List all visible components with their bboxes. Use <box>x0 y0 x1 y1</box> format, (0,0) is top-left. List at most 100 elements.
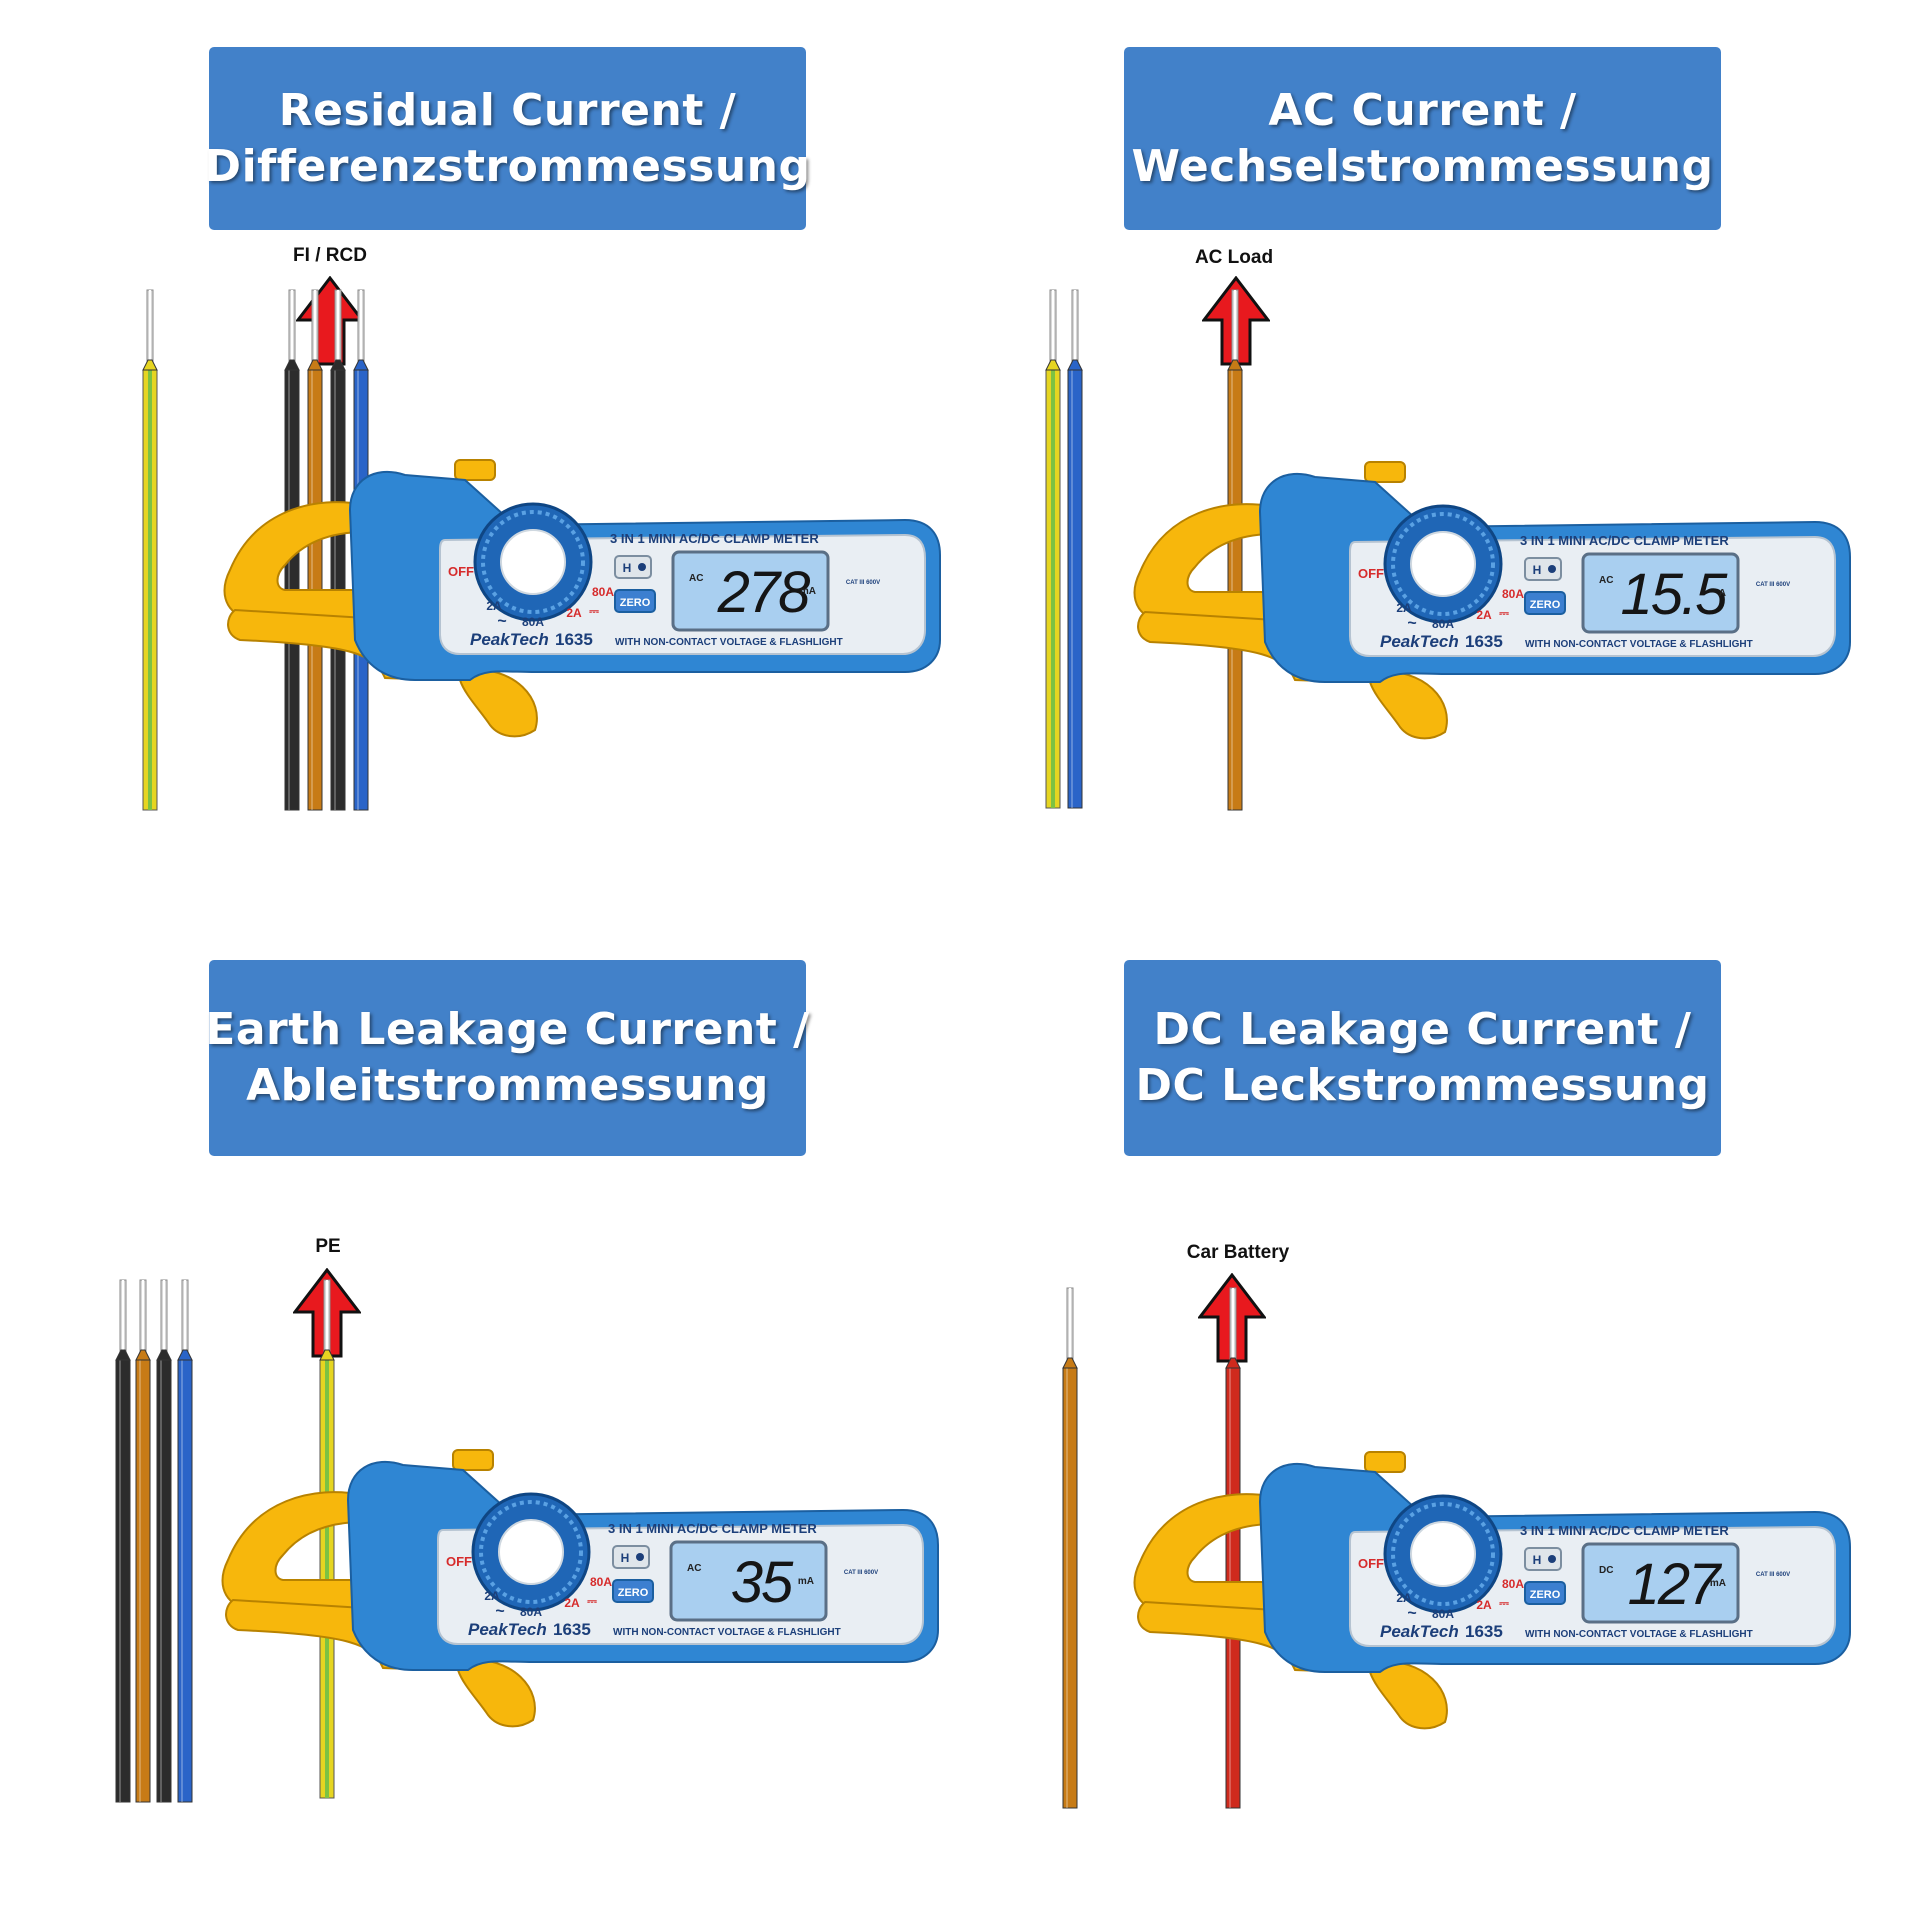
model-number: 1635 <box>553 1620 591 1639</box>
hold-button-label: H <box>1533 563 1542 577</box>
flashlight-button[interactable] <box>1364 461 1406 483</box>
meter-heading: 3 IN 1 MINI AC/DC CLAMP METER <box>1520 533 1729 548</box>
hold-light-button[interactable] <box>612 1545 650 1569</box>
wire-black <box>115 1279 131 1803</box>
title-line-1: Residual Current / <box>278 84 737 136</box>
clamp-jaw[interactable] <box>1133 1493 1276 1611</box>
ac-symbol-icon: ~ <box>495 1603 504 1620</box>
dial-off-label: OFF <box>448 564 474 579</box>
title-line-2: Differenzstrommessung <box>204 140 811 192</box>
flashlight-button[interactable] <box>1364 1451 1406 1473</box>
dial-dc-2a-label: 2A <box>1476 608 1492 622</box>
dial-knob[interactable] <box>1410 531 1476 597</box>
dc-symbol-icon: ⎓ <box>589 604 599 618</box>
dc-symbol-icon: ⎓ <box>587 1594 597 1608</box>
ac-symbol-icon: ~ <box>497 613 506 630</box>
flashlight-button[interactable] <box>452 1449 494 1471</box>
lcd-mode: AC <box>1599 575 1613 586</box>
conductor-wires <box>115 1279 335 1803</box>
wire-brown <box>1227 289 1243 811</box>
jaw-trigger[interactable] <box>458 668 538 738</box>
wire-brown <box>135 1279 151 1803</box>
hold-light-button[interactable] <box>1524 557 1562 581</box>
dial-off-label: OFF <box>446 1554 472 1569</box>
zero-button-label: ZERO <box>1530 1589 1561 1601</box>
flashlight-button[interactable] <box>454 459 496 481</box>
dial-knob[interactable] <box>498 1519 564 1585</box>
flashlight-icon <box>1548 1555 1556 1563</box>
dial-off-label: OFF <box>1358 566 1384 581</box>
dial-knob[interactable] <box>500 529 566 595</box>
zero-button[interactable] <box>614 589 656 613</box>
dial-ac-80a-label: 80A <box>1432 1607 1454 1621</box>
dial-ac-80a-label: 80A <box>1432 617 1454 631</box>
dc-symbol-icon: ⎓ <box>1499 1596 1509 1610</box>
clamp-jaw[interactable] <box>221 1491 364 1609</box>
arrow-label: Car Battery <box>1186 1242 1290 1263</box>
title-banner: Residual Current / Differenzstrommessung <box>205 47 810 230</box>
title-banner: DC Leakage Current / DC Leckstrommessung <box>1124 960 1721 1156</box>
wire-blue <box>1067 289 1083 809</box>
lcd-unit: mA <box>800 586 816 597</box>
lcd-reading: 278 <box>717 560 811 625</box>
hold-button-label: H <box>623 561 632 575</box>
dial-dc-80a-label: 80A <box>590 1575 612 1589</box>
brand-logo: PeakTech <box>470 630 549 649</box>
brand-logo: PeakTech <box>468 1620 547 1639</box>
panel-earth-leakage-current: Earth Leakage Current / Ableitstrommessu… <box>0 960 960 1920</box>
title-line-1: Earth Leakage Current / <box>205 1004 810 1055</box>
zero-button[interactable] <box>612 1579 654 1603</box>
flashlight-icon <box>638 563 646 571</box>
lcd-unit: mA <box>1710 1578 1726 1589</box>
dial-off-label: OFF <box>1358 1556 1384 1571</box>
meter-subheading: WITH NON-CONTACT VOLTAGE & FLASHLIGHT <box>613 1627 841 1638</box>
panel-residual-current: Residual Current / Differenzstrommessung… <box>0 0 960 960</box>
jaw-trigger[interactable] <box>456 1658 536 1728</box>
ac-symbol-icon: ~ <box>1407 615 1416 632</box>
lcd-unit: A <box>1719 588 1726 599</box>
dc-symbol-icon: ⎓ <box>1499 606 1509 620</box>
arrow-label: AC Load <box>1194 247 1274 268</box>
arrow-label: PE <box>315 1236 341 1257</box>
clamp-jaw[interactable] <box>1133 503 1276 621</box>
meter-heading: 3 IN 1 MINI AC/DC CLAMP METER <box>1520 1523 1729 1538</box>
lcd-unit: mA <box>798 1576 814 1587</box>
zero-button[interactable] <box>1524 591 1566 615</box>
jaw-trigger[interactable] <box>1368 670 1448 740</box>
zero-button-label: ZERO <box>1530 599 1561 611</box>
model-number: 1635 <box>1465 1622 1503 1641</box>
hold-light-button[interactable] <box>614 555 652 579</box>
dial-ac-2a-label: 2A <box>1396 1591 1412 1605</box>
hold-button-label: H <box>621 1551 630 1565</box>
hold-light-button[interactable] <box>1524 1547 1562 1571</box>
lcd-reading: 127 <box>1628 1552 1724 1617</box>
wire-green-yellow <box>142 289 158 811</box>
title-banner: AC Current / Wechselstrommessung <box>1124 47 1721 230</box>
dial-dc-2a-label: 2A <box>566 606 582 620</box>
cat-rating-label: CAT III 600V <box>844 1570 878 1576</box>
dial-ac-2a-label: 2A <box>486 599 502 613</box>
lcd-display <box>671 550 830 632</box>
dial-dc-2a-label: 2A <box>1476 1598 1492 1612</box>
wire-blue <box>177 1279 193 1803</box>
title-line-2: DC Leckstrommessung <box>1135 1060 1710 1111</box>
zero-button-label: ZERO <box>618 1587 649 1599</box>
lcd-reading: 35 <box>731 1550 794 1615</box>
dial-ac-2a-label: 2A <box>1396 601 1412 615</box>
dial-knob[interactable] <box>1410 1521 1476 1587</box>
lcd-display <box>669 1540 828 1622</box>
cat-rating-label: CAT III 600V <box>846 580 880 586</box>
clamp-jaw[interactable] <box>223 501 366 619</box>
dial-dc-80a-label: 80A <box>1502 587 1524 601</box>
meter-subheading: WITH NON-CONTACT VOLTAGE & FLASHLIGHT <box>1525 1629 1753 1640</box>
lcd-mode: DC <box>1599 1565 1613 1576</box>
conductor-wires <box>1045 289 1243 811</box>
lcd-mode: AC <box>689 573 703 584</box>
lcd-display <box>1581 552 1740 634</box>
dial-ac-2a-label: 2A <box>484 1589 500 1603</box>
jaw-trigger[interactable] <box>1368 1660 1448 1730</box>
zero-button[interactable] <box>1524 1581 1566 1605</box>
